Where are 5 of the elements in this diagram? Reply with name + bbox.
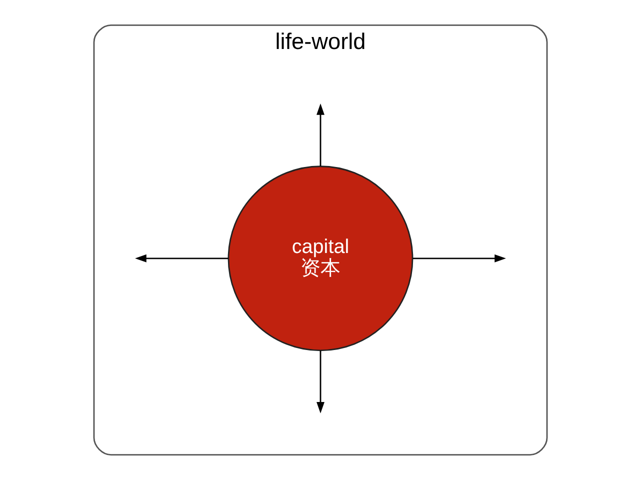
arrow bbox=[134, 254, 228, 262]
node-circle: capital 资本 bbox=[227, 166, 413, 352]
arrow bbox=[412, 254, 506, 262]
arrow bbox=[316, 103, 324, 166]
arrow bbox=[316, 350, 324, 414]
